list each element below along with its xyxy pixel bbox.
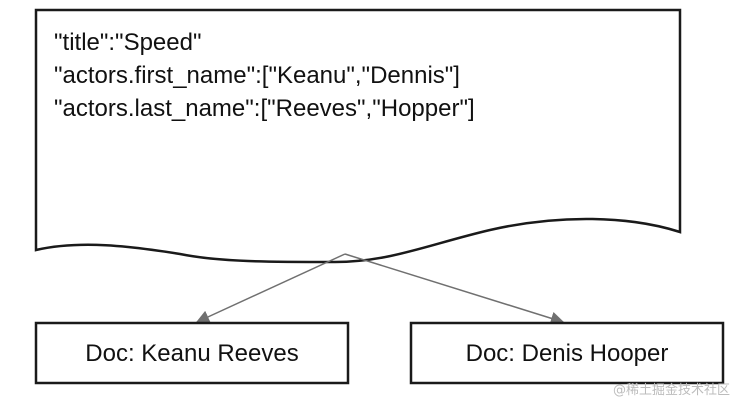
document-line-first-names: "actors.first_name":["Keanu","Dennis"] xyxy=(54,62,460,89)
document-line-title: "title":"Speed" xyxy=(54,29,202,56)
doc-box-denis xyxy=(409,321,725,385)
arrow-to-keanu-doc xyxy=(195,253,346,324)
document-line-last-names: "actors.last_name":["Reeves","Hopper"] xyxy=(54,95,475,122)
doc-box-keanu-label: Doc: Keanu Reeves xyxy=(85,340,298,367)
doc-box-denis-label: Doc: Denis Hooper xyxy=(466,340,669,367)
arrow-to-denis-doc xyxy=(344,253,565,325)
doc-box-keanu xyxy=(34,321,350,385)
watermark-text: @稀土掘金技术社区 xyxy=(613,382,730,398)
source-document-shape xyxy=(34,8,682,264)
